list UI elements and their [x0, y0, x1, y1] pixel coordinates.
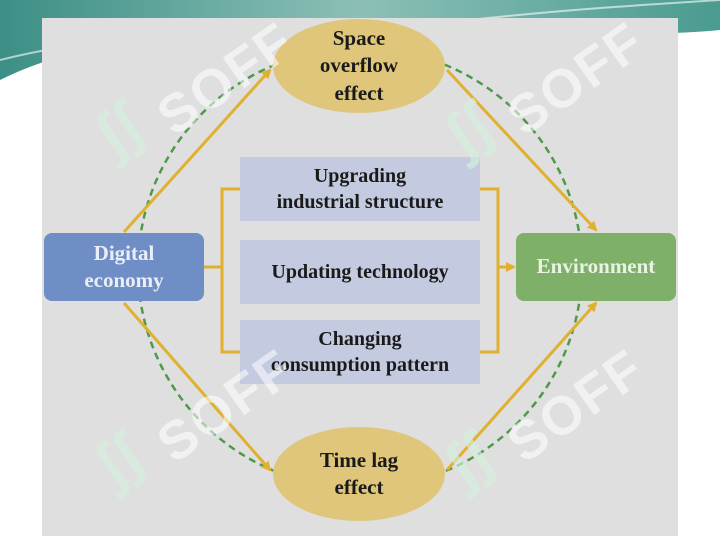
space-overflow-effect-node: Space overflow effect: [273, 19, 445, 113]
time-lag-effect-node: Time lag effect: [273, 427, 445, 521]
mechanism-changing-consumption-pattern: Changing consumption pattern: [240, 320, 480, 384]
arrow-digital-to-timelag: [122, 302, 272, 472]
mechanism-updating-label: Updating technology: [271, 261, 449, 283]
mechanism-updating-technology: Updating technology: [240, 240, 480, 304]
digital-economy-node: Digital economy: [44, 233, 204, 301]
left-bracket: [204, 187, 240, 354]
arrow-timelag-to-environment: [445, 301, 598, 471]
right-bracket: [480, 187, 500, 354]
environment-node: Environment: [516, 233, 676, 301]
time-lag-effect-label: Time lag effect: [319, 447, 399, 499]
arrow-space-to-environment: [445, 68, 598, 232]
space-overflow-effect-label: Space overflow effect: [319, 26, 399, 105]
mechanism-changing-label: Changing consumption pattern: [270, 328, 450, 376]
digital-economy-label: Digital economy: [84, 240, 164, 292]
environment-label: Environment: [536, 254, 656, 279]
arrow-digital-to-space: [122, 68, 272, 234]
mechanism-upgrading-industrial-structure: Upgrading industrial structure: [240, 157, 480, 221]
mechanism-upgrading-label: Upgrading industrial structure: [276, 165, 444, 213]
